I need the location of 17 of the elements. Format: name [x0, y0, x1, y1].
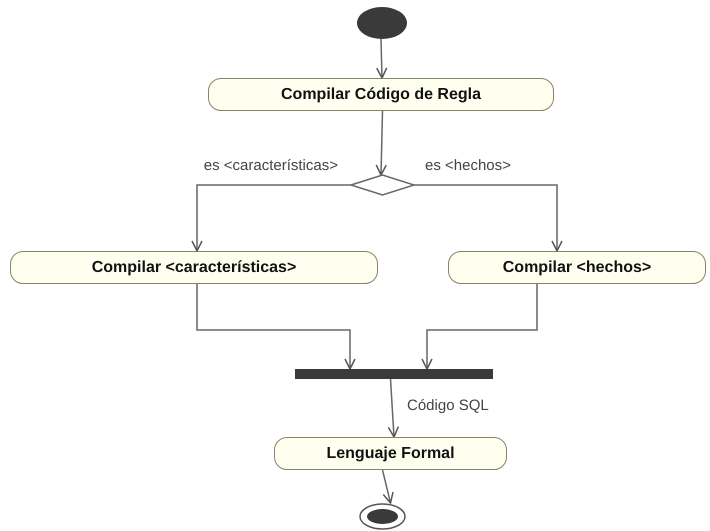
action-label: Compilar <hechos>: [502, 258, 652, 276]
action-box: [274, 437, 507, 470]
arrow: [388, 378, 400, 438]
action-box: [448, 251, 706, 284]
action-label: Lenguaje Formal: [326, 444, 455, 462]
arrow: [196, 284, 356, 370]
action-box: [208, 78, 554, 111]
action-label: Compilar Código de Regla: [280, 86, 481, 104]
edge-label: Código SQL: [405, 397, 491, 414]
arrow: [191, 184, 351, 252]
action-label: Compilar <características>: [92, 258, 296, 276]
arrow: [421, 284, 538, 370]
arrow: [414, 184, 563, 252]
arrow: [382, 470, 394, 504]
arrow: [376, 38, 388, 79]
action-box: [10, 251, 378, 284]
arrow: [375, 110, 387, 176]
